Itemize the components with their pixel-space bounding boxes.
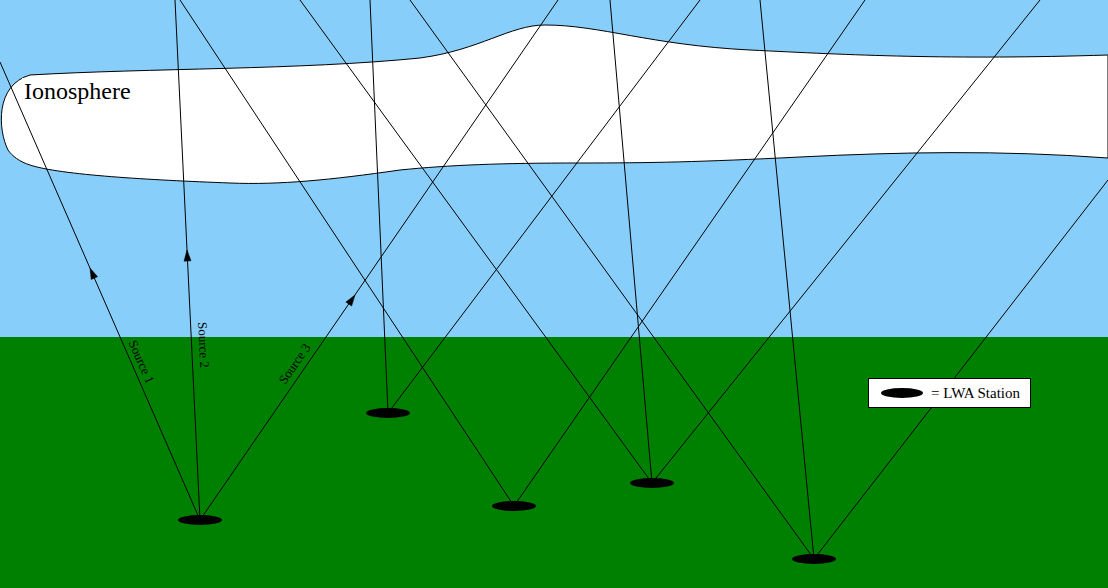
- lwa-station: [178, 515, 222, 525]
- lwa-station: [366, 408, 410, 418]
- legend-swatch: [879, 386, 925, 400]
- station-symbol: [881, 388, 923, 398]
- lwa-station: [492, 501, 536, 511]
- region-label: Ionosphere: [22, 78, 133, 106]
- arrowhead: [184, 250, 191, 261]
- legend-box: = LWA Station: [868, 378, 1031, 408]
- source-label: Source 2: [195, 322, 212, 369]
- legend-text: = LWA Station: [931, 384, 1020, 402]
- arrowhead: [346, 295, 355, 306]
- source-label: Source 1: [125, 338, 156, 386]
- ground: [0, 337, 1108, 588]
- sky: [0, 0, 1108, 337]
- band-shape: [1, 25, 1108, 183]
- signal-ray: [814, 180, 1108, 559]
- arrowhead: [90, 268, 98, 279]
- legend-entry: = LWA Station: [879, 384, 1020, 402]
- lwa-station: [630, 478, 674, 488]
- source-label: Source 3: [276, 341, 314, 387]
- ionosphere-band: Ionosphere: [0, 20, 1108, 195]
- lwa-station: [792, 554, 836, 564]
- band-outline: [0, 20, 1108, 195]
